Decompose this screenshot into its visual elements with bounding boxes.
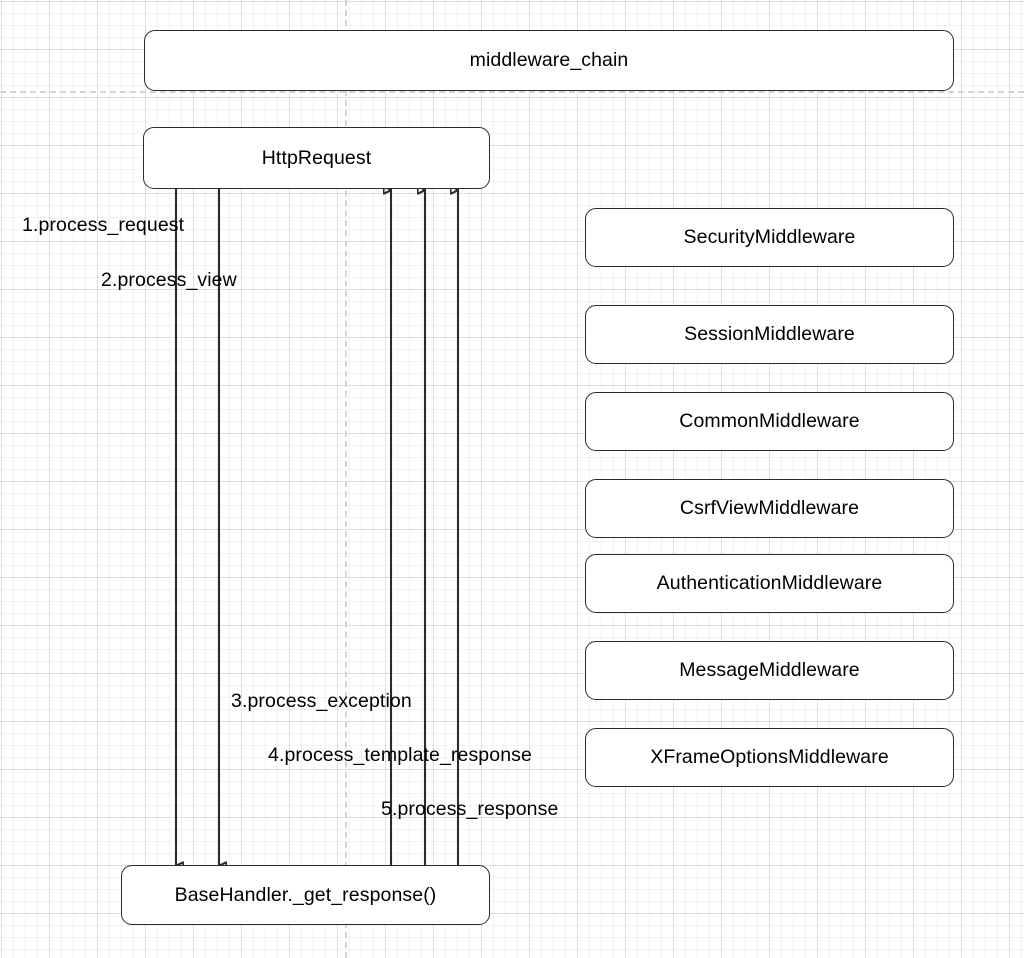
edge-label-process-template-response: 4.process_template_response	[268, 744, 532, 766]
node-xframe-options-middleware[interactable]: XFrameOptionsMiddleware	[585, 728, 954, 787]
node-middleware-chain-label: middleware_chain	[469, 49, 629, 72]
node-security-middleware[interactable]: SecurityMiddleware	[585, 208, 954, 267]
node-base-handler[interactable]: BaseHandler._get_response()	[121, 865, 490, 925]
node-message-middleware[interactable]: MessageMiddleware	[585, 641, 954, 700]
node-csrf-view-middleware[interactable]: CsrfViewMiddleware	[585, 479, 954, 538]
node-session-middleware[interactable]: SessionMiddleware	[585, 305, 954, 364]
edge-label-process-exception: 3.process_exception	[231, 690, 412, 712]
node-common-middleware[interactable]: CommonMiddleware	[585, 392, 954, 451]
node-http-request[interactable]: HttpRequest	[143, 127, 490, 189]
node-authentication-middleware[interactable]: AuthenticationMiddleware	[585, 554, 954, 613]
node-common-middleware-label: CommonMiddleware	[679, 410, 860, 433]
node-security-middleware-label: SecurityMiddleware	[683, 226, 856, 249]
edge-label-process-view: 2.process_view	[101, 269, 237, 291]
node-base-handler-label: BaseHandler._get_response()	[174, 883, 437, 906]
edge-label-process-request: 1.process_request	[22, 214, 185, 236]
node-xframe-options-middleware-label: XFrameOptionsMiddleware	[650, 746, 889, 769]
node-csrf-view-middleware-label: CsrfViewMiddleware	[679, 497, 860, 520]
node-authentication-middleware-label: AuthenticationMiddleware	[656, 572, 883, 595]
edge-label-process-response: 5.process_response	[381, 798, 559, 820]
node-session-middleware-label: SessionMiddleware	[684, 323, 855, 346]
node-middleware-chain[interactable]: middleware_chain	[144, 30, 954, 91]
horizontal-guideline	[0, 91, 1024, 93]
node-http-request-label: HttpRequest	[261, 146, 372, 169]
node-message-middleware-label: MessageMiddleware	[679, 659, 860, 682]
